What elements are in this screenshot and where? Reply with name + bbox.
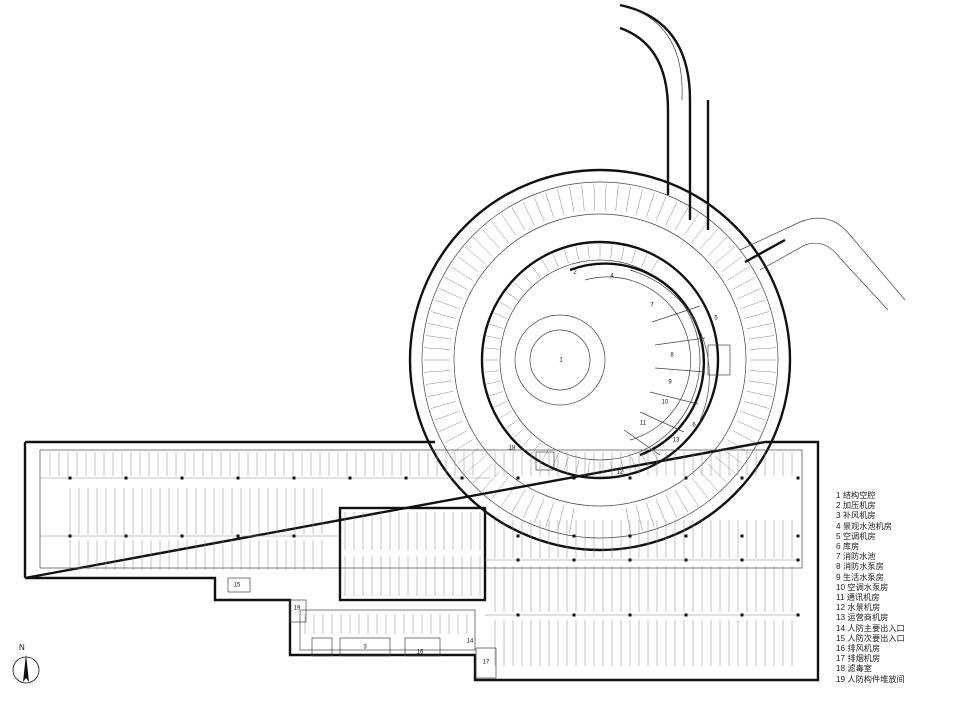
north-label: N	[19, 643, 25, 652]
room-number-11: 11	[640, 421, 647, 427]
room-number-8: 8	[670, 353, 674, 359]
room-16-box	[404, 637, 441, 657]
east-ramp	[739, 217, 906, 311]
inner-ring-line	[499, 259, 701, 461]
room-number-4: 4	[610, 274, 614, 280]
legend-item: 6 库房	[836, 542, 860, 552]
base-parking-stalls	[49, 452, 793, 666]
legend-item: 8 消防水泵房	[836, 562, 884, 572]
east-ramp-outline-a	[739, 217, 906, 301]
equipment-arc-line	[584, 276, 691, 441]
central-void-outer	[514, 314, 606, 406]
room-number-19: 19	[294, 606, 301, 612]
room-number-7: 7	[650, 303, 654, 309]
ramp-inner-wall	[619, 26, 670, 195]
south-block	[299, 609, 476, 651]
room-number-labels: 1 2 3 4 5 6 7 8 9 10 11 12 13 14 15 16 1…	[234, 270, 719, 666]
equipment-arc-outer	[629, 269, 710, 421]
legend-item: 17 排烟机房	[836, 654, 881, 664]
room-number-6: 6	[692, 423, 696, 429]
base-inner-line	[39, 449, 803, 569]
legend-item: 9 生活水泵房	[836, 572, 884, 582]
ramp-lane-line	[634, 9, 683, 101]
north-ramp	[619, 3, 710, 230]
stair-core-south	[535, 451, 555, 471]
circular-building	[408, 168, 792, 552]
legend-item: 2 加压机房	[836, 501, 876, 511]
structural-columns	[68, 476, 800, 617]
room-number-13: 13	[673, 438, 680, 444]
legend-item: 18 滤毒室	[836, 664, 872, 674]
ring-parking-stalls	[424, 184, 776, 534]
legend-item: 5 空调机房	[836, 531, 876, 541]
east-ramp-outline-b	[759, 242, 889, 311]
east-ramp-wall	[744, 238, 786, 264]
room-number-12: 12	[617, 470, 624, 476]
parking-base	[23, 440, 820, 682]
room-number-17: 17	[483, 660, 490, 666]
room-number-18: 18	[509, 446, 516, 452]
room-3-box	[339, 637, 391, 657]
driving-aisles	[40, 477, 800, 616]
room-number-3: 3	[363, 645, 367, 651]
outer-ring-inner-line	[421, 181, 779, 539]
room-number-16: 16	[417, 650, 424, 656]
room-number-15: 15	[234, 583, 241, 589]
legend-item: 15 人防次要出入口	[836, 633, 905, 643]
room-number-10: 10	[662, 400, 669, 406]
room-15-box	[227, 577, 251, 593]
legend-item: 10 空调水泵房	[836, 582, 889, 592]
radial-partitions	[623, 305, 706, 456]
stair-core	[707, 344, 731, 376]
legend-item: 19 人防构件堆放间	[836, 674, 905, 684]
ramp-outer-wall	[619, 3, 692, 220]
legend-item: 14 人防主要出入口	[836, 623, 905, 633]
room-19-box	[289, 599, 307, 623]
central-void-inner	[529, 329, 591, 391]
room-number-14: 14	[467, 639, 474, 645]
legend-item: 13 运营商机房	[836, 613, 889, 623]
base-outline-wall	[24, 440, 820, 682]
legend-item: 4 景观水池机房	[836, 521, 892, 531]
room-number-9: 9	[668, 380, 672, 386]
outer-ring-wall	[408, 168, 792, 552]
room-18-box	[311, 637, 333, 657]
legend-item: 1 结构空腔	[836, 491, 876, 500]
legend-item: 3 补风机房	[836, 511, 876, 521]
central-block	[338, 506, 487, 602]
north-arrow-icon	[12, 654, 40, 684]
room-number-1: 1	[559, 358, 563, 364]
room-number-5: 5	[714, 316, 718, 322]
legend-item: 16 排风机房	[836, 644, 881, 654]
parking-ring-line	[453, 213, 747, 507]
legend-item: 7 消防水池	[836, 552, 876, 562]
legend-item: 11 通讯机房	[836, 593, 880, 603]
room-number-2: 2	[573, 270, 577, 276]
inner-ring-wall	[480, 240, 720, 480]
room-17-box	[475, 647, 497, 679]
legend-item: 12 水景机房	[836, 603, 881, 613]
